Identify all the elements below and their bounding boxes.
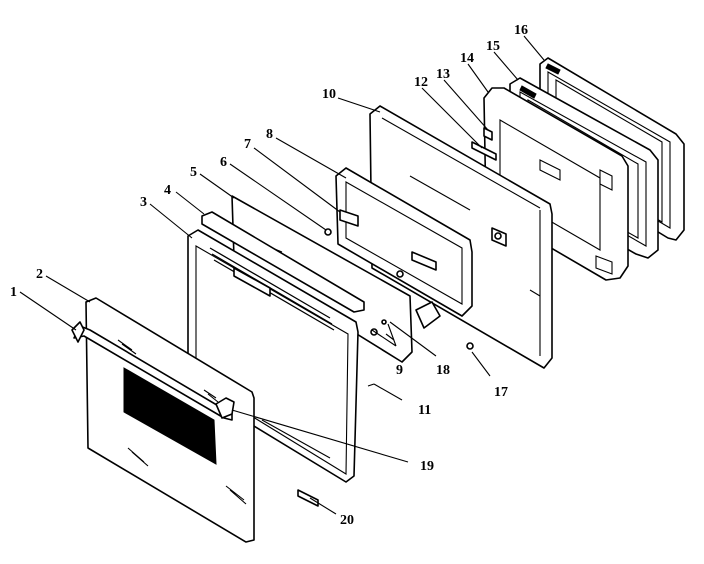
part-4-retainer <box>201 211 365 313</box>
callout-13: 13 <box>436 67 450 82</box>
callout-16: 16 <box>514 23 528 38</box>
part-7-clip <box>339 209 359 227</box>
callout-14: 14 <box>460 51 474 66</box>
callout-15: 15 <box>486 39 500 54</box>
part-20-bottom-trim <box>297 489 319 507</box>
callout-4: 4 <box>164 183 171 198</box>
callout-1: 1 <box>10 285 17 300</box>
callout-8: 8 <box>266 127 273 142</box>
part-8-bracket-box <box>335 167 507 329</box>
callout-3: 3 <box>140 195 147 210</box>
callout-2: 2 <box>36 267 43 282</box>
part-1-19-handle <box>71 321 235 421</box>
callout-20: 20 <box>340 513 354 528</box>
callout-18: 18 <box>436 363 450 378</box>
callout-17: 17 <box>494 385 508 400</box>
callout-7: 7 <box>244 137 251 152</box>
part-12-13-hinge-clips <box>471 127 497 161</box>
callout-5: 5 <box>190 165 197 180</box>
callout-10: 10 <box>322 87 336 102</box>
leader-lines <box>19 35 545 515</box>
callout-11: 11 <box>418 403 431 418</box>
callout-19: 19 <box>420 459 434 474</box>
callout-9: 9 <box>396 363 403 378</box>
callout-12: 12 <box>414 75 428 90</box>
callout-6: 6 <box>220 155 227 170</box>
callout-labels: 1 2 3 4 5 6 7 8 9 10 11 12 13 14 15 16 1… <box>10 23 528 528</box>
part-3-door-frame <box>187 229 359 483</box>
